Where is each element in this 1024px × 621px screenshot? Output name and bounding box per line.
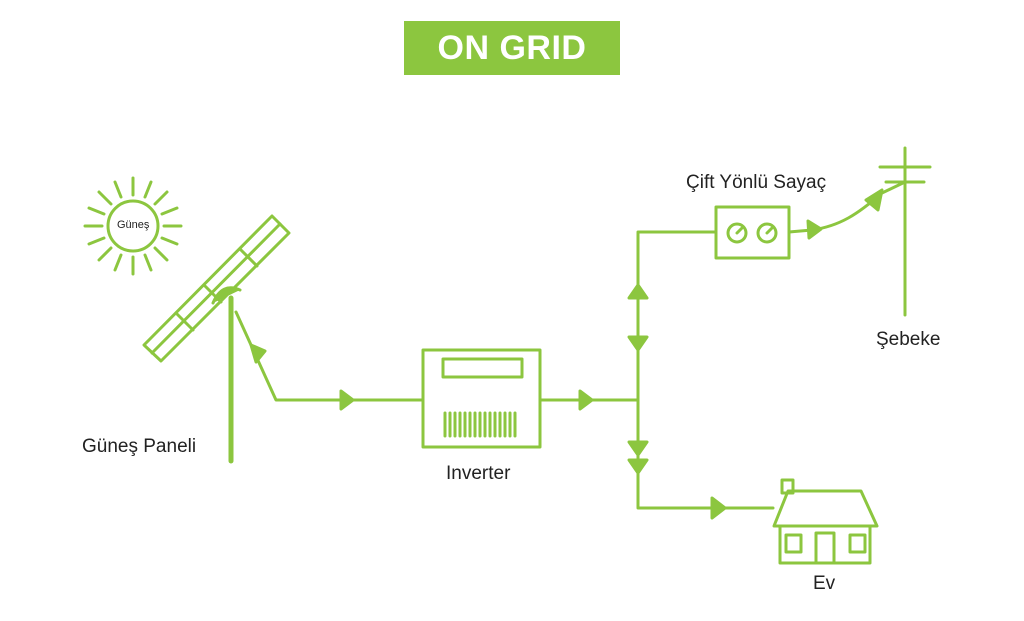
junction-to-meter-wire [627,230,718,402]
solar-panel-label: Güneş Paneli [82,436,197,457]
sun-icon [83,176,183,276]
meter-to-grid-wire [787,180,907,240]
page-title: ON GRID [437,28,587,67]
inverter-label: Inverter [446,463,511,484]
title-banner: ON GRID [404,21,620,75]
house-label: Ev [813,573,836,594]
panel-to-inverter-wire [234,310,425,411]
house-icon [772,478,879,565]
junction-to-house-wire [627,398,775,520]
solar-panel-icon [142,214,291,464]
sun-label: Güneş [117,219,150,231]
grid-pole-icon [878,146,932,317]
grid-label: Şebeke [876,329,941,350]
meter-label: Çift Yönlü Sayaç [686,172,827,193]
inverter-to-junction-wire [538,389,640,411]
bidirectional-meter-icon [714,205,791,260]
inverter-icon [421,348,542,449]
